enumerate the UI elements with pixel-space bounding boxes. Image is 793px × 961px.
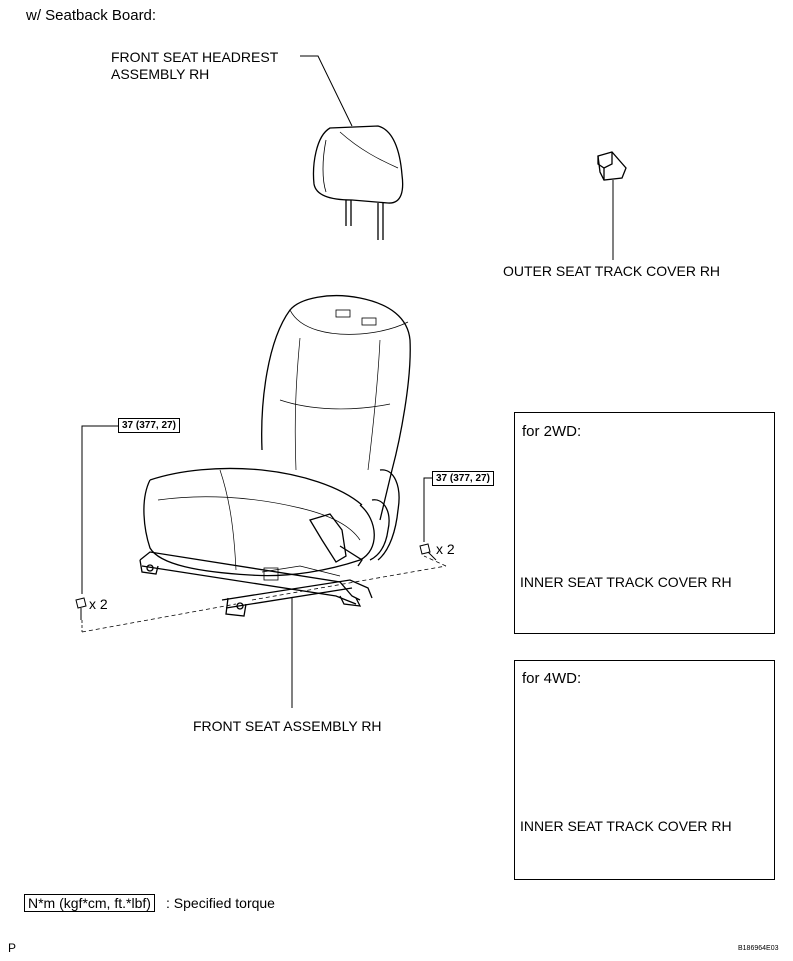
- left-torque-badge: 37 (377, 27): [118, 418, 180, 433]
- headrest-label-line2: ASSEMBLY RH: [111, 66, 210, 82]
- box-4wd: [514, 660, 775, 880]
- footer-mark: P: [8, 941, 17, 955]
- right-bolt-drawing: [419, 543, 437, 561]
- right-torque-badge: 37 (377, 27): [432, 471, 494, 486]
- inner-cover-4wd-label: INNER SEAT TRACK COVER RH: [520, 818, 732, 834]
- page-title: w/ Seatback Board:: [26, 7, 157, 24]
- inner-cover-2wd-label: INNER SEAT TRACK COVER RH: [520, 574, 732, 590]
- headrest-drawing: [312, 125, 404, 240]
- box-2wd: [514, 412, 775, 634]
- box-2wd-title: for 2WD:: [522, 423, 582, 440]
- outer-cover-drawing: [597, 151, 627, 181]
- legend-description: : Specified torque: [166, 895, 275, 911]
- legend-unit-box: N*m (kgf*cm, ft.*lbf): [24, 894, 155, 912]
- footer-code: B186964E03: [738, 945, 779, 952]
- headrest-label-line1: FRONT SEAT HEADREST: [111, 49, 279, 65]
- left-bolt-drawing: [75, 597, 87, 620]
- right-bolt-quantity: x 2: [436, 541, 455, 557]
- outer-cover-label: OUTER SEAT TRACK COVER RH: [503, 263, 721, 279]
- left-torque-leader: [81, 425, 118, 594]
- dashed-alignment: [81, 555, 447, 633]
- headrest-leader: [300, 55, 353, 127]
- left-bolt-quantity: x 2: [89, 596, 108, 612]
- box-4wd-title: for 4WD:: [522, 670, 582, 687]
- right-torque-leader: [423, 477, 432, 542]
- seat-drawing: [139, 295, 411, 617]
- front-seat-label: FRONT SEAT ASSEMBLY RH: [193, 718, 382, 734]
